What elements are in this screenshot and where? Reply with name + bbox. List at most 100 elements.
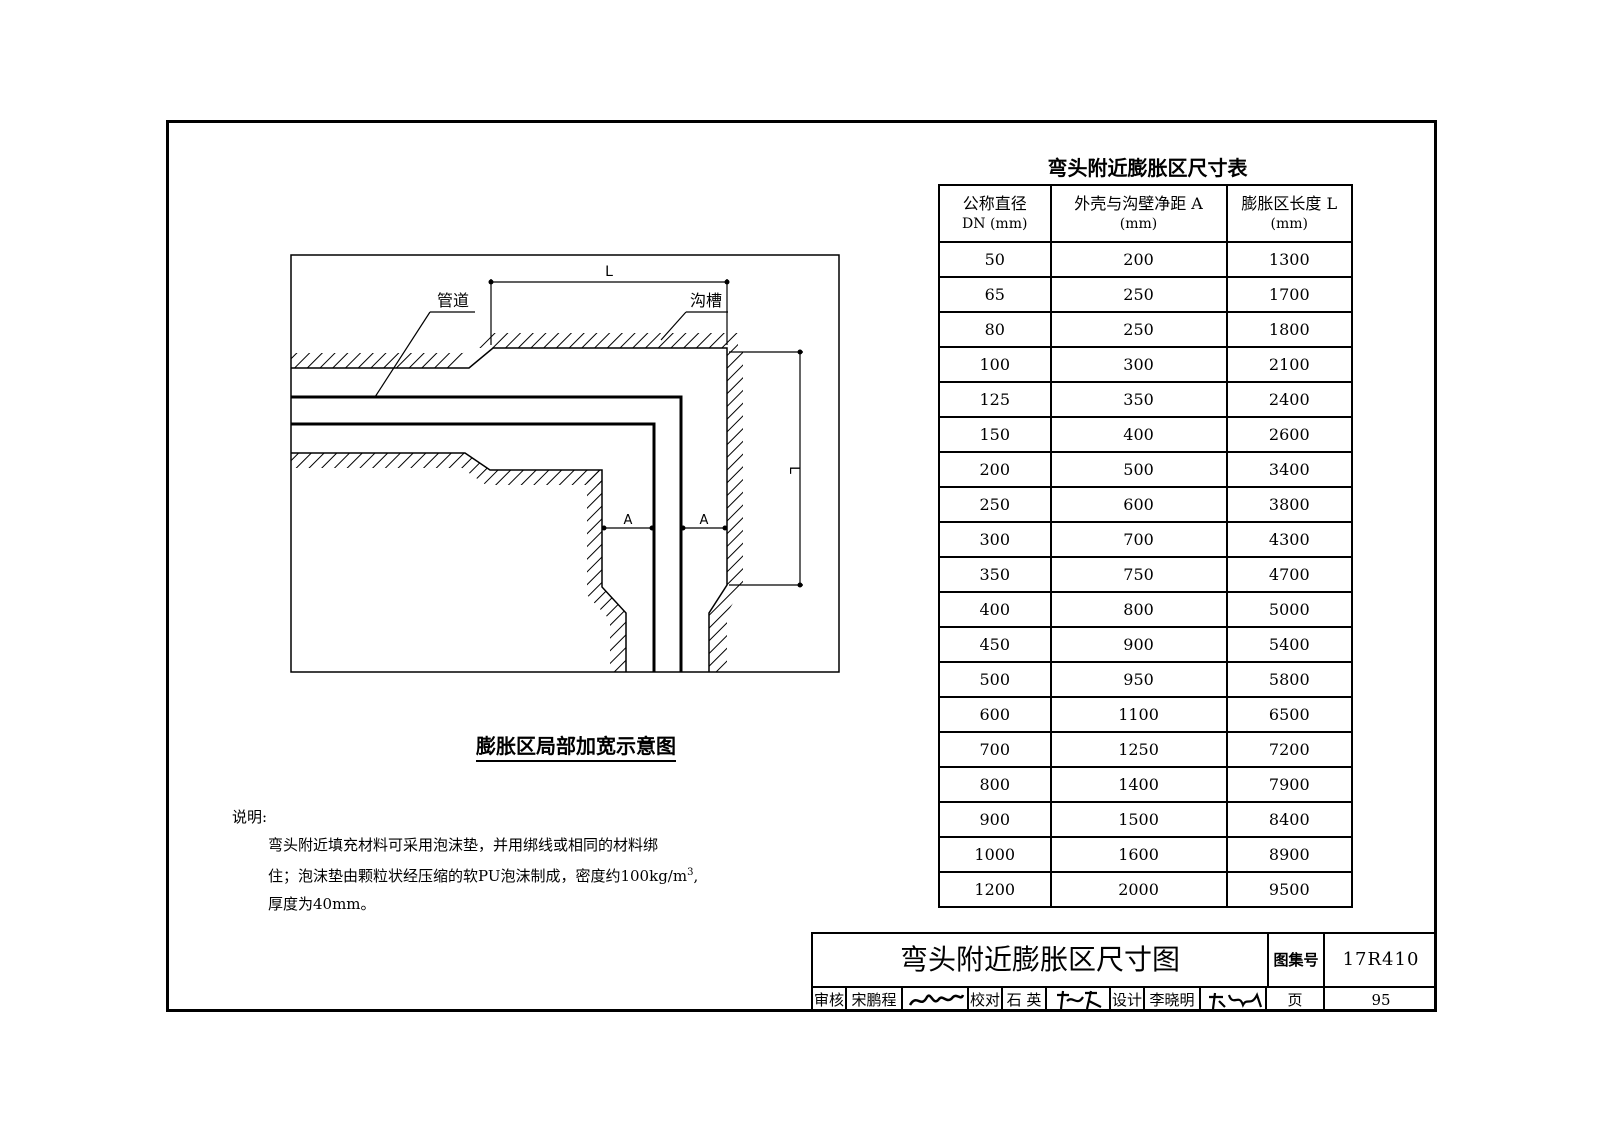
cell-dn: 600 [938, 696, 1052, 733]
page-label: 页 [1267, 988, 1325, 1012]
atlas-label: 图集号 [1269, 934, 1325, 986]
cell-l: 9500 [1225, 871, 1354, 908]
cell-a: 2000 [1049, 871, 1228, 908]
checker-name: 石 英 [1003, 988, 1047, 1012]
cell-a: 900 [1049, 626, 1228, 663]
cell-a: 600 [1049, 486, 1228, 523]
cell-a: 250 [1049, 311, 1228, 348]
cell-a: 250 [1049, 276, 1228, 313]
drawing-frame [166, 120, 1437, 1012]
dim-label-A-right: A [700, 513, 709, 528]
cell-l: 5000 [1225, 591, 1354, 628]
cell-l: 2100 [1225, 346, 1354, 383]
cell-l: 7200 [1225, 731, 1354, 768]
dim-label-A-left: A [624, 513, 633, 528]
cell-dn: 1000 [938, 836, 1052, 873]
notes-line-1: 弯头附近填充材料可采用泡沫垫，并用绑线或相同的材料绑 [268, 836, 659, 854]
cell-l: 1300 [1225, 241, 1354, 278]
cell-l: 5800 [1225, 661, 1354, 698]
cell-l: 3800 [1225, 486, 1354, 523]
cell-a: 1600 [1049, 836, 1228, 873]
cell-a: 300 [1049, 346, 1228, 383]
expansion-zone-schematic: L L A A 管道 沟槽 [290, 254, 840, 673]
cell-a: 1250 [1049, 731, 1228, 768]
cell-a: 350 [1049, 381, 1228, 418]
header-l: 膨胀区长度 L(mm) [1225, 184, 1354, 243]
leader-trench [660, 311, 687, 341]
cell-l: 1700 [1225, 276, 1354, 313]
hatch-outer-right-band [709, 348, 743, 672]
cell-a: 1400 [1049, 766, 1228, 803]
cell-dn: 450 [938, 626, 1052, 663]
cell-l: 4300 [1225, 521, 1354, 558]
cell-dn: 500 [938, 661, 1052, 698]
cell-dn: 700 [938, 731, 1052, 768]
cell-dn: 350 [938, 556, 1052, 593]
cell-a: 200 [1049, 241, 1228, 278]
notes-line-2: 住；泡沫垫由颗粒状经压缩的软PU泡沫制成，密度约100kg/m3, [268, 867, 699, 885]
cell-a: 400 [1049, 416, 1228, 453]
trench-inner-line [291, 452, 627, 672]
trench-outer-line [291, 347, 728, 672]
designer-name: 李晓明 [1145, 988, 1201, 1012]
cell-l: 5400 [1225, 626, 1354, 663]
cell-l: 2400 [1225, 381, 1354, 418]
designer-signature [1201, 988, 1267, 1012]
cell-dn: 800 [938, 766, 1052, 803]
cell-a: 1100 [1049, 696, 1228, 733]
design-label: 设计 [1111, 988, 1145, 1012]
cell-l: 7900 [1225, 766, 1354, 803]
cell-l: 6500 [1225, 696, 1354, 733]
hatch-outer-top [291, 333, 738, 368]
notes-line-3: 厚度为40mm。 [268, 895, 376, 913]
header-a: 外壳与沟壁净距 A(mm) [1049, 184, 1228, 243]
cell-l: 4700 [1225, 556, 1354, 593]
cell-a: 500 [1049, 451, 1228, 488]
cell-dn: 65 [938, 276, 1052, 313]
hatch-inner-left [587, 470, 626, 672]
title-block: 弯头附近膨胀区尺寸图 图集号 17R410 审核 宋鹏程 校对 石 英 设计 李… [811, 932, 1437, 1012]
cell-dn: 80 [938, 311, 1052, 348]
cell-l: 1800 [1225, 311, 1354, 348]
cell-dn: 125 [938, 381, 1052, 418]
cell-dn: 250 [938, 486, 1052, 523]
figure-caption: 膨胀区局部加宽示意图 [476, 730, 676, 762]
cell-l: 8400 [1225, 801, 1354, 838]
notes: 说明: 弯头附近填充材料可采用泡沫垫，并用绑线或相同的材料绑 住；泡沫垫由颗粒状… [232, 803, 792, 918]
cell-dn: 100 [938, 346, 1052, 383]
label-trench: 沟槽 [690, 291, 722, 310]
atlas-number: 17R410 [1342, 949, 1420, 970]
review-label: 审核 [813, 988, 847, 1012]
dim-label-L-right: L [786, 466, 802, 474]
reviewer-signature [903, 988, 969, 1012]
cell-a: 700 [1049, 521, 1228, 558]
label-pipe: 管道 [437, 291, 469, 310]
cell-a: 800 [1049, 591, 1228, 628]
cell-dn: 900 [938, 801, 1052, 838]
cell-l: 8900 [1225, 836, 1354, 873]
cell-l: 3400 [1225, 451, 1354, 488]
cell-a: 750 [1049, 556, 1228, 593]
cell-dn: 150 [938, 416, 1052, 453]
table-title: 弯头附近膨胀区尺寸表 [1047, 156, 1248, 180]
notes-heading: 说明: [232, 808, 268, 826]
cell-dn: 50 [938, 241, 1052, 278]
